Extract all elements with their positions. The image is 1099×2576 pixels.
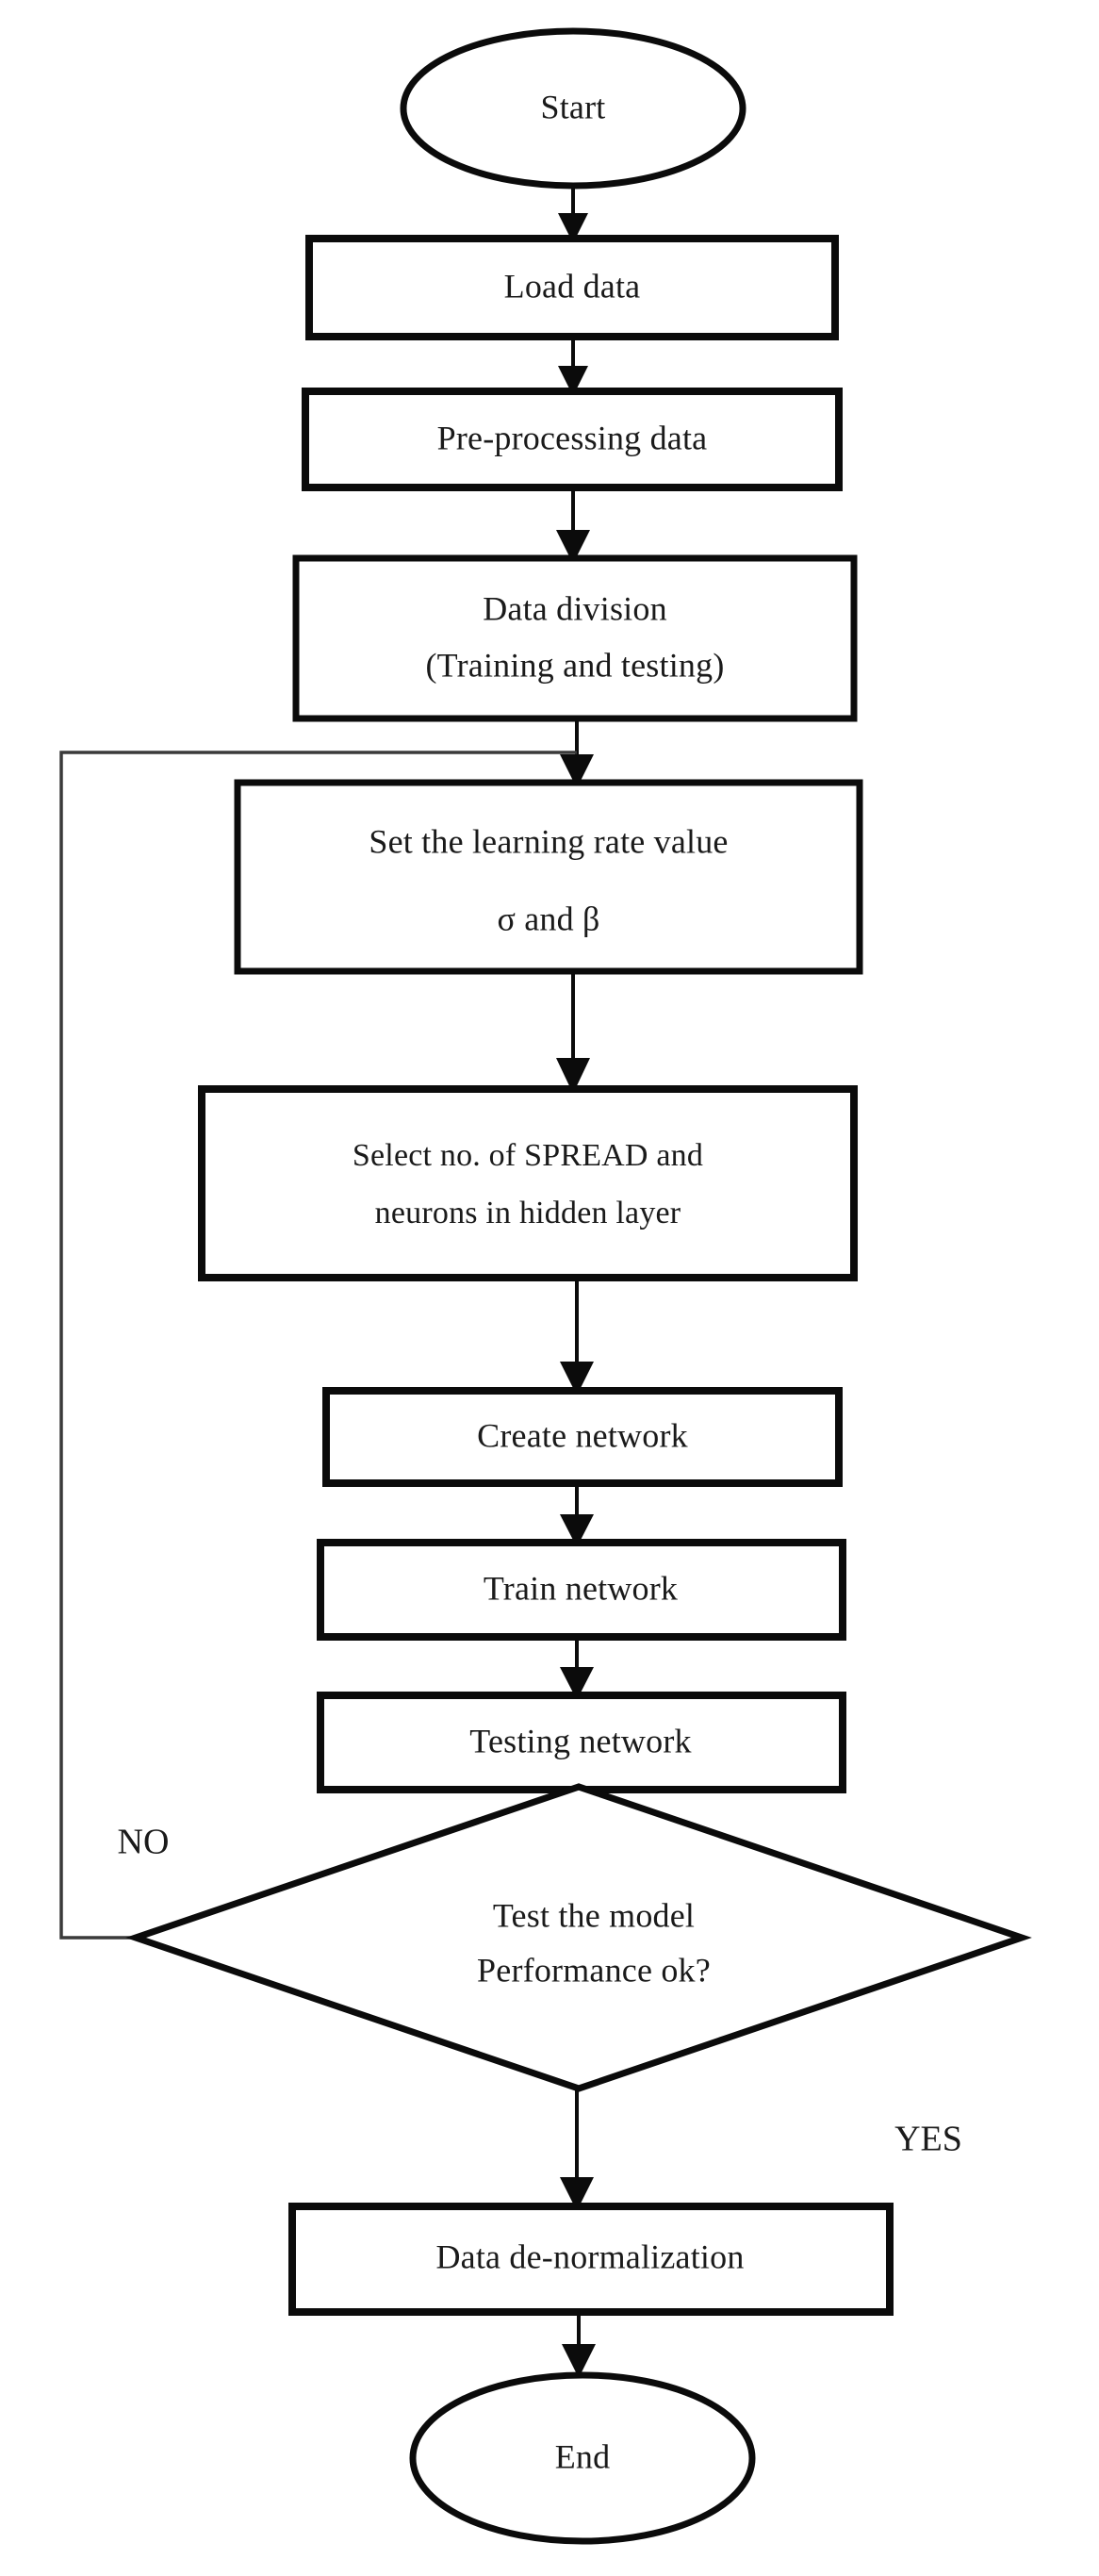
data-de-normalization-shape bbox=[288, 2203, 894, 2316]
train-network-shape bbox=[317, 1539, 846, 1641]
node-data-de-normalization[interactable]: Data de-normalization bbox=[288, 2203, 894, 2316]
node-testing-network[interactable]: Testing network bbox=[317, 1692, 846, 1793]
start-label: Start bbox=[541, 88, 606, 125]
edge-label-no: NO bbox=[118, 1823, 170, 1862]
data-division-label-line1: Data division bbox=[483, 589, 667, 627]
node-set-learning-rate[interactable]: Set the learning rate value σ and β bbox=[234, 779, 863, 975]
create-network-shape bbox=[322, 1387, 843, 1487]
end-label: End bbox=[555, 2437, 611, 2475]
select-spread-label-line2: neurons in hidden layer bbox=[375, 1196, 681, 1230]
edge-train-network-to-testing-network bbox=[560, 1637, 594, 1700]
test-model-decision-label-line2: Performance ok? bbox=[477, 1951, 711, 1989]
train-network-label: Train network bbox=[484, 1569, 678, 1607]
node-select-spread[interactable]: Select no. of SPREAD and neurons in hidd… bbox=[198, 1085, 858, 1281]
set-learning-rate-label-line2: σ and β bbox=[497, 900, 599, 937]
edge-load-data-to-pre-processing bbox=[558, 337, 588, 396]
edge-select-spread-to-create-network bbox=[560, 1278, 594, 1395]
load-data-shape bbox=[305, 235, 839, 340]
start-terminator-shape bbox=[400, 27, 746, 190]
pre-processing-data-label: Pre-processing data bbox=[437, 419, 708, 456]
edge-decision-yes-to-de-normalization bbox=[560, 2089, 594, 2211]
edge-label-yes: YES bbox=[894, 2120, 962, 2159]
end-terminator-shape bbox=[409, 2371, 756, 2545]
connectors bbox=[59, 187, 598, 2378]
load-data-label: Load data bbox=[504, 267, 641, 305]
testing-network-label: Testing network bbox=[469, 1722, 691, 1759]
set-learning-rate-shape bbox=[234, 779, 863, 975]
node-load-data[interactable]: Load data bbox=[305, 235, 839, 340]
edge-create-network-to-train-network bbox=[560, 1483, 594, 1547]
test-model-decision-shape bbox=[125, 1783, 1032, 2092]
create-network-label: Create network bbox=[477, 1416, 688, 1454]
test-model-decision-label-line1: Test the model bbox=[493, 1896, 695, 1934]
edge-start-to-load-data bbox=[558, 187, 588, 243]
node-data-division[interactable]: Data division (Training and testing) bbox=[292, 554, 858, 722]
node-pre-processing-data[interactable]: Pre-processing data bbox=[302, 388, 843, 491]
edge-de-normalization-to-end bbox=[562, 2312, 596, 2378]
node-start[interactable]: Start bbox=[400, 27, 746, 190]
data-division-shape bbox=[292, 554, 858, 722]
edge-pre-processing-to-data-division bbox=[556, 487, 590, 564]
node-create-network[interactable]: Create network bbox=[322, 1387, 843, 1487]
node-train-network[interactable]: Train network bbox=[317, 1539, 846, 1641]
set-learning-rate-label-line1: Set the learning rate value bbox=[369, 822, 728, 860]
data-division-label-line2: (Training and testing) bbox=[425, 646, 724, 684]
node-test-model-decision[interactable]: Test the model Performance ok? bbox=[125, 1783, 1032, 2092]
edge-set-learning-rate-to-select-spread bbox=[556, 971, 590, 1094]
edge-decision-no-loopback bbox=[59, 751, 592, 1940]
pre-processing-data-shape bbox=[302, 388, 843, 491]
data-de-normalization-label: Data de-normalization bbox=[435, 2237, 744, 2275]
node-end[interactable]: End bbox=[409, 2371, 756, 2545]
select-spread-label-line1: Select no. of SPREAD and bbox=[353, 1138, 703, 1173]
select-spread-shape bbox=[198, 1085, 858, 1281]
